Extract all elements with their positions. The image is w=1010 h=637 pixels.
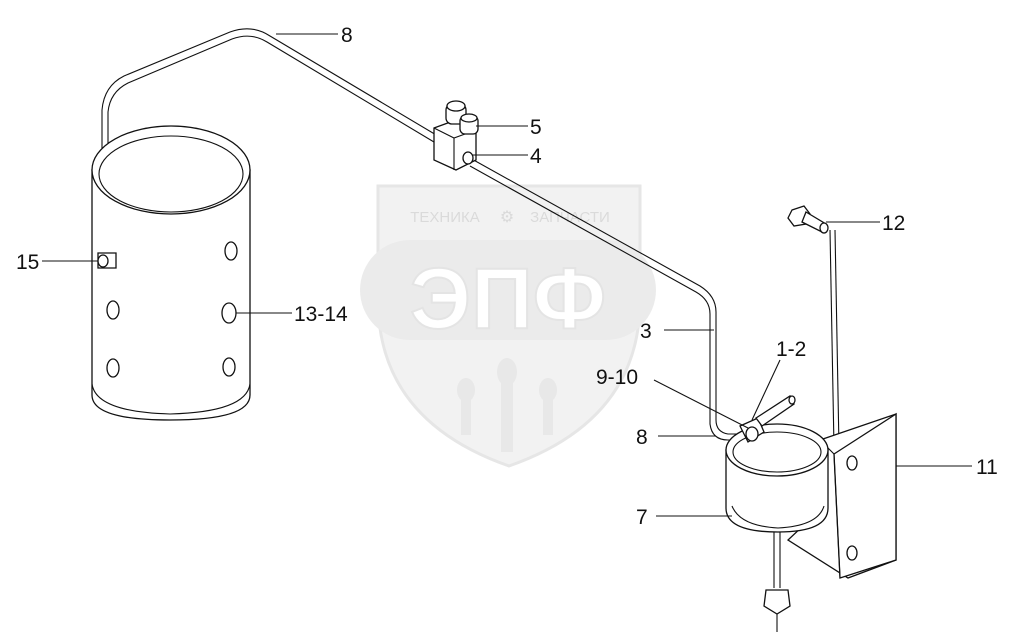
valve-port (462, 151, 474, 165)
pipe-6 (101, 28, 449, 250)
port-right-2 (221, 302, 237, 324)
port-right-3 (222, 357, 236, 377)
watermark-text-right: ЗАПЧАСТИ (530, 209, 610, 226)
label-8: 8 (636, 426, 648, 449)
watermark-text-left: ТЕХНИКА (410, 209, 480, 226)
label-4: 4 (530, 145, 542, 168)
port-right-1 (224, 241, 238, 261)
pipe-3 (469, 157, 740, 441)
watermark-wheat-icon (457, 358, 557, 452)
bracket-11 (786, 412, 897, 579)
label-11: 11 (976, 456, 998, 479)
condensate-tank-7 (725, 395, 829, 632)
valve-assembly (433, 100, 479, 171)
pipe-bracket (829, 229, 840, 449)
watermark: ТЕХНИКА ⚙ ЗАПЧАСТИ ЭПФ (360, 184, 656, 468)
label-3: 3 (640, 320, 652, 343)
leader-9-10 (653, 379, 749, 429)
label-15: 15 (16, 251, 39, 274)
port-left-1 (106, 300, 120, 320)
label-9-10: 9-10 (596, 366, 638, 389)
watermark-logo-text: ЭПФ (410, 251, 606, 347)
bolt-12 (787, 205, 829, 234)
port-left-2 (106, 358, 120, 378)
label-1-2: 1-2 (776, 338, 806, 361)
watermark-gear-icon: ⚙ (500, 209, 514, 226)
label-13-14: 13-14 (294, 303, 348, 326)
watermark-logo-band (360, 240, 656, 340)
leader-1-2 (751, 359, 781, 421)
label-12: 12 (882, 212, 905, 235)
air-receiver-tank (91, 125, 251, 421)
label-5: 5 (530, 116, 542, 139)
label-6: 8 (341, 24, 353, 47)
label-7: 7 (636, 506, 648, 529)
